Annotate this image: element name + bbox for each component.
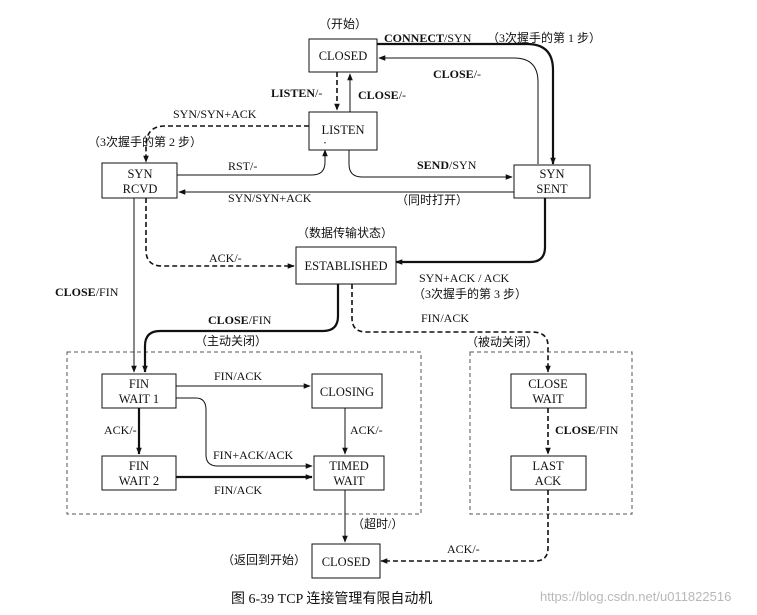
state-fin-wait-2-line1: FIN (129, 459, 149, 473)
state-listen (308, 111, 378, 151)
label-listen-bold: LISTEN (271, 86, 315, 100)
note-handshake-2: （3次握手的第 2 步） (88, 134, 202, 149)
state-established (295, 246, 397, 285)
state-established-label: ESTABLISHED (304, 259, 387, 273)
figure-caption: 图 6-39 TCP 连接管理有限自动机 (231, 590, 432, 607)
label-rst: RST/- (228, 159, 257, 173)
label-ack-established: ACK/- (209, 251, 242, 265)
label-synack-ack: SYN+ACK / ACK (419, 271, 509, 285)
label-finack-ack: FIN+ACK/ACK (213, 448, 293, 462)
state-timed-wait-line1: TIMED (329, 459, 369, 473)
label-syn-synack-2: SYN/SYN+ACK (228, 191, 312, 205)
state-fin-wait-1 (101, 373, 177, 409)
label-close-fin-established: CLOSE/FIN (208, 313, 272, 327)
edge-rst (177, 149, 328, 176)
note-back-to-start: （返回到开始） (222, 553, 306, 567)
label-close-fin-rcvd-rest: /FIN (96, 285, 119, 299)
label-fin-ack-timed-wait: FIN/ACK (214, 483, 262, 497)
label-close-listen-dash: /- (399, 88, 406, 102)
label-ack-closed: ACK/- (447, 542, 480, 556)
state-syn-rcvd-line2: RCVD (123, 182, 158, 196)
label-fin-ack-closing: FIN/ACK (214, 369, 262, 383)
state-close-wait-line1: CLOSE (528, 377, 568, 391)
edge-fin-ack-passive (351, 284, 551, 373)
note-handshake-1: （3次握手的第 1 步） (487, 30, 601, 45)
label-connect-bold: CONNECT (384, 31, 444, 45)
label-close-fin-passive: CLOSE/FIN (555, 423, 619, 437)
state-listen-marker: · (323, 136, 327, 150)
note-simultaneous-open: （同时打开） (396, 193, 468, 207)
label-close-listen: CLOSE/- (358, 88, 406, 102)
edge-finack-ack (176, 397, 313, 469)
label-close-fin-rcvd: CLOSE/FIN (55, 285, 119, 299)
state-syn-rcvd-line1: SYN (127, 167, 152, 181)
active-close-group (66, 351, 422, 515)
label-send-bold: SEND (417, 158, 449, 172)
label-close-syn-sent: CLOSE/- (433, 67, 481, 81)
state-timed-wait (313, 455, 385, 491)
note-timeout: （超时/） (352, 516, 403, 531)
label-close-fin-est-rest: /FIN (249, 313, 272, 327)
state-closing-label: CLOSING (320, 385, 374, 399)
watermark-url: https://blog.csdn.net/u011822516 (540, 589, 731, 604)
note-data-transfer: （数据传输状态） (297, 225, 393, 240)
edge-close-fin-established (142, 284, 340, 373)
state-last-ack (510, 455, 587, 491)
note-start: （开始） (319, 17, 367, 31)
label-close-fin-est-bold: CLOSE (208, 313, 249, 327)
state-close-wait-line2: WAIT (532, 392, 564, 406)
label-send-syn: SEND/SYN (417, 158, 477, 172)
state-closing (311, 373, 383, 409)
label-ack-timed-wait: ACK/- (350, 423, 383, 437)
state-fin-wait-1-line2: WAIT 1 (119, 392, 159, 406)
label-close-fin-passive-bold: CLOSE (555, 423, 596, 437)
label-close-dash: /- (474, 67, 481, 81)
label-fin-ack-passive: FIN/ACK (421, 311, 469, 325)
state-timed-wait-line2: WAIT (333, 474, 365, 488)
note-handshake-3: （3次握手的第 3 步） (413, 286, 527, 301)
label-send-rest: /SYN (449, 158, 477, 172)
state-listen-label: LISTEN (321, 123, 364, 137)
state-syn-sent-line1: SYN (539, 167, 564, 181)
edge-send-syn (348, 150, 513, 180)
state-last-ack-line2: ACK (535, 474, 561, 488)
state-closed-label: CLOSED (319, 49, 368, 63)
state-close-wait (510, 373, 587, 409)
state-syn-rcvd (101, 162, 178, 199)
edge-synack-ack (395, 198, 547, 265)
edge-ack-closed (380, 490, 549, 564)
note-active-close: （主动关闭） (195, 334, 267, 348)
label-listen: LISTEN/- (271, 86, 322, 100)
label-close-listen-bold: CLOSE (358, 88, 399, 102)
edge-close-syn-sent (378, 55, 539, 164)
state-syn-sent-line2: SENT (536, 182, 568, 196)
state-closed-end-label: CLOSED (322, 555, 371, 569)
edge-connect-syn (377, 42, 556, 165)
state-fin-wait-1-line1: FIN (129, 377, 149, 391)
label-connect-syn: CONNECT/SYN (384, 31, 472, 45)
edge-ack-established (145, 198, 295, 269)
state-syn-sent (513, 164, 591, 199)
state-fin-wait-2-line2: WAIT 2 (119, 474, 159, 488)
edge-syn-synack (143, 125, 309, 163)
label-ack-fin-wait-2: ACK/- (104, 423, 137, 437)
note-passive-close: （被动关闭） (466, 335, 538, 349)
label-connect-rest: /SYN (444, 31, 472, 45)
state-fin-wait-2 (101, 455, 177, 491)
label-listen-dash: /- (315, 86, 322, 100)
label-close-fin-passive-rest: /FIN (596, 423, 619, 437)
label-close-bold: CLOSE (433, 67, 474, 81)
state-closed (308, 38, 378, 73)
state-closed-end (311, 543, 381, 579)
label-close-fin-rcvd-bold: CLOSE (55, 285, 96, 299)
state-last-ack-line1: LAST (532, 459, 564, 473)
passive-close-group (469, 351, 633, 515)
label-syn-synack: SYN/SYN+ACK (173, 107, 257, 121)
